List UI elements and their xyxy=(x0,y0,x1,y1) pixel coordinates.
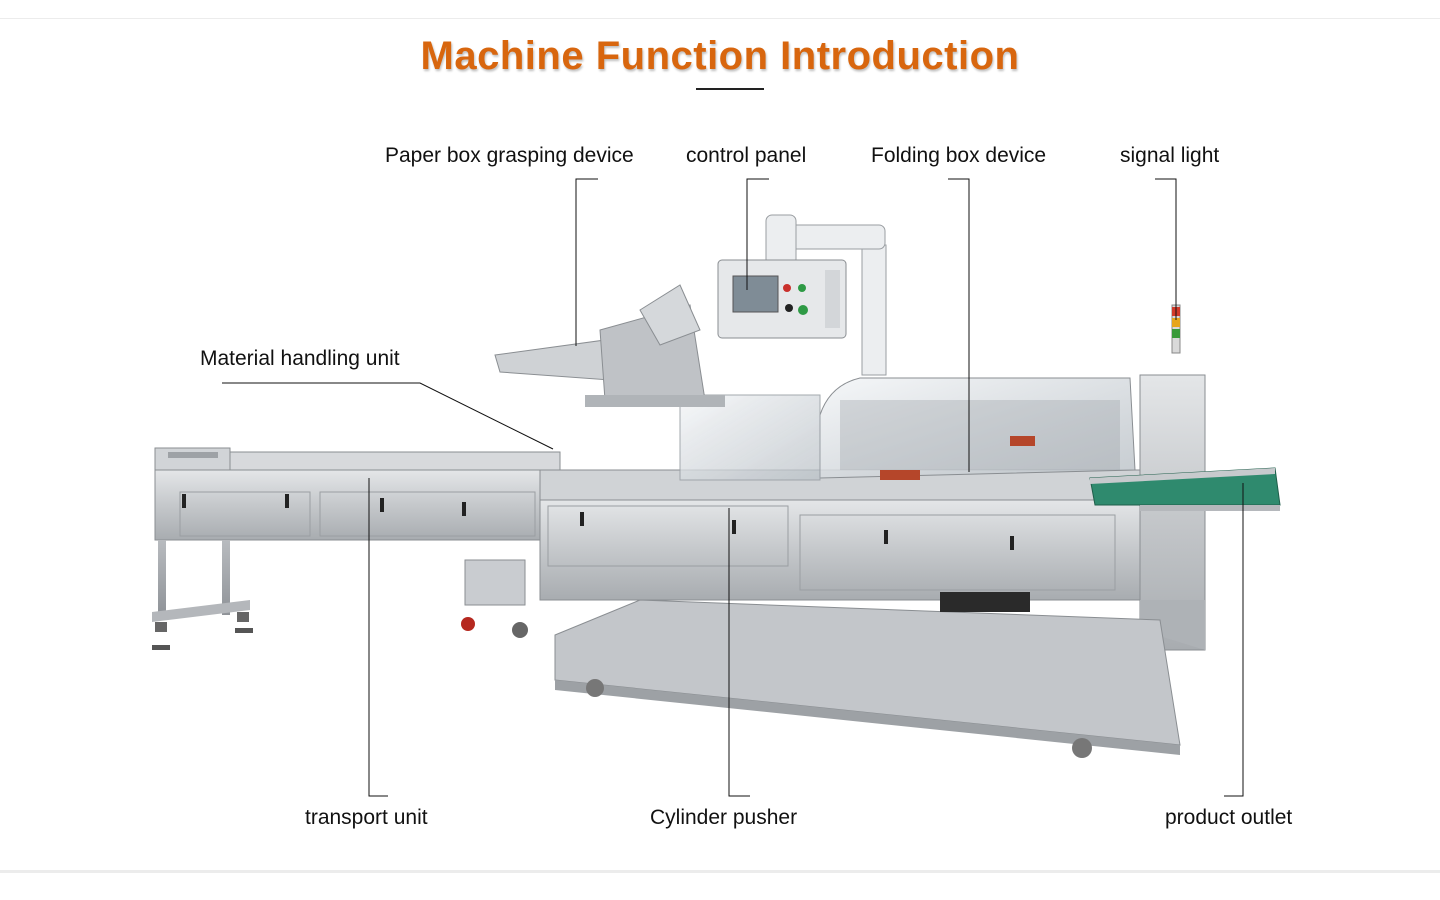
top-divider xyxy=(0,18,1440,19)
base-platform xyxy=(554,599,1181,746)
label-paper-box-grasping-device: Paper box grasping device xyxy=(385,144,634,167)
label-control-panel: control panel xyxy=(686,144,807,167)
leader-material-handling xyxy=(222,382,554,450)
hmi-screen xyxy=(732,275,779,313)
leader-lines xyxy=(222,178,1244,797)
leader-folding-box xyxy=(948,178,970,472)
leader-transport xyxy=(368,478,388,797)
transport-body xyxy=(154,469,556,541)
leader-control-panel xyxy=(746,178,769,290)
label-product-outlet: product outlet xyxy=(1165,806,1293,829)
label-cylinder-pusher: Cylinder pusher xyxy=(650,806,798,829)
page-title: Machine Function Introduction xyxy=(420,34,1020,78)
label-material-handling-unit: Material handling unit xyxy=(200,347,400,370)
machine-illustration xyxy=(152,214,1281,758)
bottom-divider xyxy=(0,870,1440,873)
control-arm-vertical xyxy=(861,244,887,376)
leader-cylinder xyxy=(728,508,750,797)
label-signal-light: signal light xyxy=(1120,144,1220,167)
infeed-end-plate xyxy=(154,447,231,471)
carton-magazine xyxy=(494,339,611,381)
label-folding-box-device: Folding box device xyxy=(871,144,1047,167)
folding-guard xyxy=(819,377,1136,479)
pusher-cover xyxy=(679,394,821,481)
leader-paper-box xyxy=(575,178,598,346)
leader-outlet xyxy=(1224,483,1244,797)
leader-signal-light xyxy=(1155,178,1177,320)
label-transport-unit: transport unit xyxy=(305,806,428,829)
main-cabinet xyxy=(539,499,1141,601)
title-underline xyxy=(696,88,764,90)
